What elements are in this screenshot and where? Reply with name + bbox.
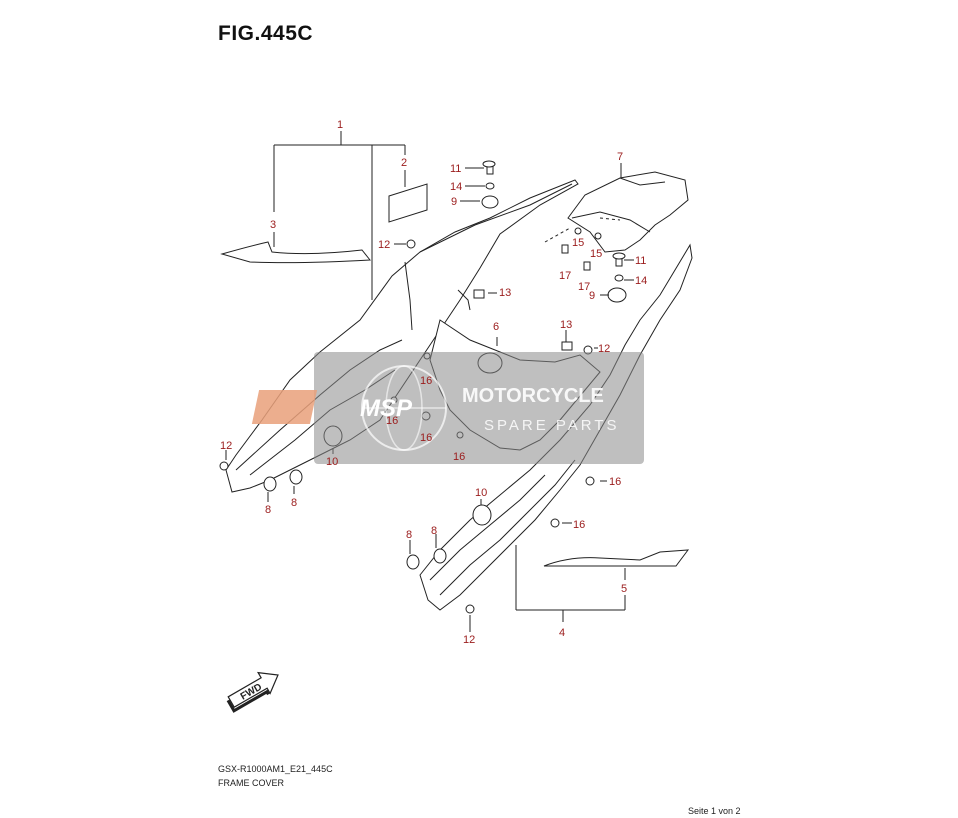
callout-13-a: 13 — [499, 287, 511, 299]
callout-11-a: 11 — [450, 163, 461, 175]
callout-12-b: 12 — [598, 343, 610, 355]
fwd-arrow-icon: FWD — [226, 671, 279, 713]
callout-15-a: 15 — [572, 237, 584, 249]
callout-9-b: 9 — [589, 290, 595, 302]
callout-16-a: 16 — [420, 375, 432, 387]
callout-17-b: 17 — [578, 281, 590, 293]
part-5-decal — [543, 549, 690, 567]
callout-4: 4 — [559, 627, 565, 639]
callout-16-e: 16 — [609, 476, 621, 488]
callout-labels: 1 2 3 4 5 6 7 8 8 8 8 9 9 10 10 11 11 12… — [220, 119, 647, 646]
part-9-grommet-right — [607, 287, 627, 303]
callout-3: 3 — [270, 219, 276, 231]
page-indicator: Seite 1 von 2 — [688, 806, 741, 816]
callout-16-b: 16 — [386, 415, 398, 427]
callout-17-a: 17 — [559, 270, 571, 282]
callout-11-b: 11 — [635, 255, 646, 267]
callout-8-b: 8 — [291, 497, 297, 509]
bracket-1 — [273, 131, 406, 300]
callout-12-c: 12 — [220, 440, 232, 452]
callout-6: 6 — [493, 321, 499, 333]
callout-10-a: 10 — [326, 456, 338, 468]
callout-15-b: 15 — [590, 248, 602, 260]
watermark: MSP MOTORCYCLE SPARE PARTS — [251, 352, 644, 464]
callout-7: 7 — [617, 151, 623, 163]
callout-13-b: 13 — [560, 319, 572, 331]
part-7-tail-cowl — [567, 171, 689, 253]
watermark-logo: MSP — [360, 395, 413, 422]
part-9-grommet — [481, 195, 499, 209]
figure-title: FIG.445C — [218, 22, 314, 45]
watermark-line1: MOTORCYCLE — [462, 385, 604, 407]
bracket-4 — [515, 545, 626, 622]
callout-12-a: 12 — [378, 239, 390, 251]
callout-9-a: 9 — [451, 196, 457, 208]
part-3-decal — [220, 241, 371, 264]
callout-12-d: 12 — [463, 634, 475, 646]
callout-8-c: 8 — [406, 529, 412, 541]
part-2-emblem — [388, 183, 428, 223]
callout-16-f: 16 — [573, 519, 585, 531]
model-code: GSX-R1000AM1_E21_445C — [218, 764, 333, 774]
callout-2: 2 — [401, 157, 407, 169]
watermark-line2: SPARE PARTS — [484, 417, 620, 434]
callout-8-d: 8 — [431, 525, 437, 537]
callout-14-a: 14 — [450, 181, 462, 193]
callout-14-b: 14 — [635, 275, 647, 287]
callout-8-a: 8 — [265, 504, 271, 516]
callout-10-b: 10 — [475, 487, 487, 499]
callout-16-c: 16 — [420, 432, 432, 444]
callout-1: 1 — [337, 119, 343, 131]
figure-name: FRAME COVER — [218, 778, 285, 788]
callout-5: 5 — [621, 583, 627, 595]
callout-16-d: 16 — [453, 451, 465, 463]
